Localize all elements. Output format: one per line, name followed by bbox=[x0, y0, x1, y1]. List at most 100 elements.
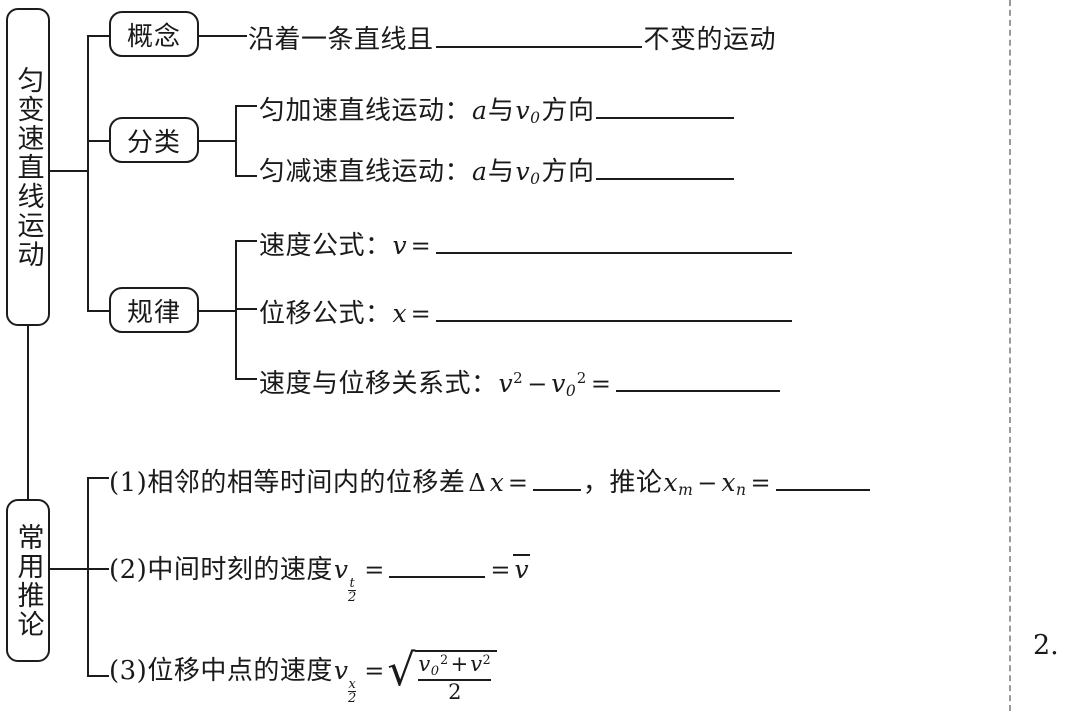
classification-1-a: a bbox=[472, 95, 487, 125]
classification-1-v: v0 bbox=[515, 95, 540, 128]
law-3-blank[interactable] bbox=[615, 365, 780, 392]
page-item-marker: 2. bbox=[1033, 630, 1059, 661]
concept-blank[interactable] bbox=[435, 21, 642, 48]
stub-classification-1 bbox=[235, 105, 257, 107]
corollary-1-xm: xm bbox=[663, 467, 693, 500]
radical-numerator: v02+v2 bbox=[418, 652, 491, 679]
law-3-v: v2 bbox=[498, 368, 523, 398]
corollary-2-number: (2) bbox=[109, 554, 148, 585]
spine-line-level1 bbox=[87, 35, 89, 312]
law-row-velocity: 速度公式：v= bbox=[259, 227, 794, 259]
concept-row: 沿着一条直线且 不变的运动 bbox=[248, 21, 776, 53]
law-2-blank[interactable] bbox=[435, 295, 792, 322]
stub-corollary-1 bbox=[87, 477, 109, 479]
corollary-1-xn: xn bbox=[721, 467, 746, 500]
classification-2-a: a bbox=[472, 156, 487, 186]
connector-concept bbox=[199, 35, 247, 37]
concept-prefix: 沿着一条直线且 bbox=[248, 24, 434, 55]
stub-corollary-2 bbox=[87, 568, 109, 570]
corollary-3-text: 位移中点的速度 bbox=[147, 656, 333, 686]
law-3-v-sup: 2 bbox=[513, 369, 523, 388]
corollary-2-eq: = bbox=[364, 555, 385, 584]
corollary-2-vbar: v bbox=[513, 553, 530, 584]
radical-v0-sup: 2 bbox=[440, 652, 449, 668]
classification-1-tail: 方向 bbox=[541, 95, 595, 126]
law-row-relation: 速度与位移关系式：v2−v02= bbox=[259, 365, 782, 400]
law-3-v0-sup: 2 bbox=[576, 369, 587, 388]
node-box-classification: 分类 bbox=[109, 117, 199, 163]
concept-suffix: 不变的运动 bbox=[643, 24, 777, 55]
spine-laws bbox=[235, 240, 237, 380]
stub-classification-2 bbox=[235, 175, 257, 177]
radical-v-sup: 2 bbox=[482, 652, 491, 668]
node-box-laws: 规律 bbox=[109, 287, 199, 333]
main-topic-box: 匀变速直线运动 bbox=[6, 8, 50, 326]
law-3-minus: − bbox=[527, 369, 548, 398]
connector-laws bbox=[199, 310, 236, 312]
trunk-line-main bbox=[50, 170, 88, 172]
node-box-concept: 概念 bbox=[109, 11, 199, 57]
trunk-drop-line bbox=[27, 326, 29, 499]
corollary-3-eq: = bbox=[364, 657, 385, 685]
corollary-1-comma: ， bbox=[582, 467, 610, 498]
classification-2-v: v0 bbox=[515, 156, 540, 189]
law-1-label: 速度公式： bbox=[259, 230, 392, 261]
corollary-3-sub-num: x bbox=[348, 677, 356, 692]
radical-denominator: 2 bbox=[418, 678, 492, 703]
law-row-displacement: 位移公式：x= bbox=[259, 295, 794, 327]
connector-classification bbox=[199, 140, 236, 142]
law-2-label: 位移公式： bbox=[259, 298, 392, 329]
corollary-3-number: (3) bbox=[109, 656, 148, 686]
classification-2-v-sub: 0 bbox=[530, 170, 540, 189]
stub-law-3 bbox=[235, 378, 257, 380]
law-1-blank[interactable] bbox=[435, 227, 792, 254]
classification-1-label: 匀加速直线运动： bbox=[259, 95, 472, 126]
corollary-1-eq: = bbox=[507, 468, 528, 497]
corollary-1-blank-a[interactable] bbox=[532, 464, 581, 491]
corollary-1-delta: Δ bbox=[468, 468, 486, 497]
spine-classification bbox=[235, 105, 237, 177]
law-1-eq: = bbox=[410, 231, 431, 260]
law-3-v0-sub: 0 bbox=[565, 382, 576, 401]
corollary-topic-box: 常用推论 bbox=[6, 499, 50, 662]
stub-corollary-3 bbox=[87, 675, 109, 677]
radical-sign-icon: √ bbox=[387, 645, 416, 696]
corollary-2-text: 中间时刻的速度 bbox=[147, 554, 333, 585]
spine-corollary bbox=[87, 477, 89, 675]
classification-2-conj: 与 bbox=[487, 156, 515, 187]
law-3-eq: = bbox=[590, 369, 611, 398]
page-gutter-divider bbox=[1009, 0, 1011, 711]
stub-law-2 bbox=[235, 308, 257, 310]
classification-2-tail: 方向 bbox=[541, 156, 595, 187]
corollary-1-xm-sub: m bbox=[678, 481, 693, 500]
stub-law-1 bbox=[235, 240, 257, 242]
corollary-1-blank-b[interactable] bbox=[775, 464, 870, 491]
law-1-lhs: v bbox=[392, 230, 407, 260]
stub-laws bbox=[87, 310, 109, 312]
corollary-3-sub-den: 2 bbox=[347, 691, 357, 707]
classification-1-conj: 与 bbox=[487, 95, 515, 126]
law-3-label: 速度与位移关系式： bbox=[259, 368, 498, 399]
corollary-2-sub-den: 2 bbox=[347, 589, 357, 605]
radical-plus: + bbox=[450, 652, 469, 676]
corollary-1-text: 相邻的相等时间内的位移差 bbox=[147, 467, 466, 498]
classification-1-blank[interactable] bbox=[596, 92, 735, 119]
stub-concept bbox=[87, 35, 109, 37]
corollary-2-sub-num: t bbox=[349, 575, 355, 591]
corollary-1-number: (1) bbox=[109, 467, 148, 498]
classification-2-blank[interactable] bbox=[596, 153, 735, 180]
corollary-2-blank[interactable] bbox=[389, 551, 486, 578]
corollary-1-x: x bbox=[489, 467, 504, 497]
corollary-1-infer: 推论 bbox=[609, 467, 663, 498]
